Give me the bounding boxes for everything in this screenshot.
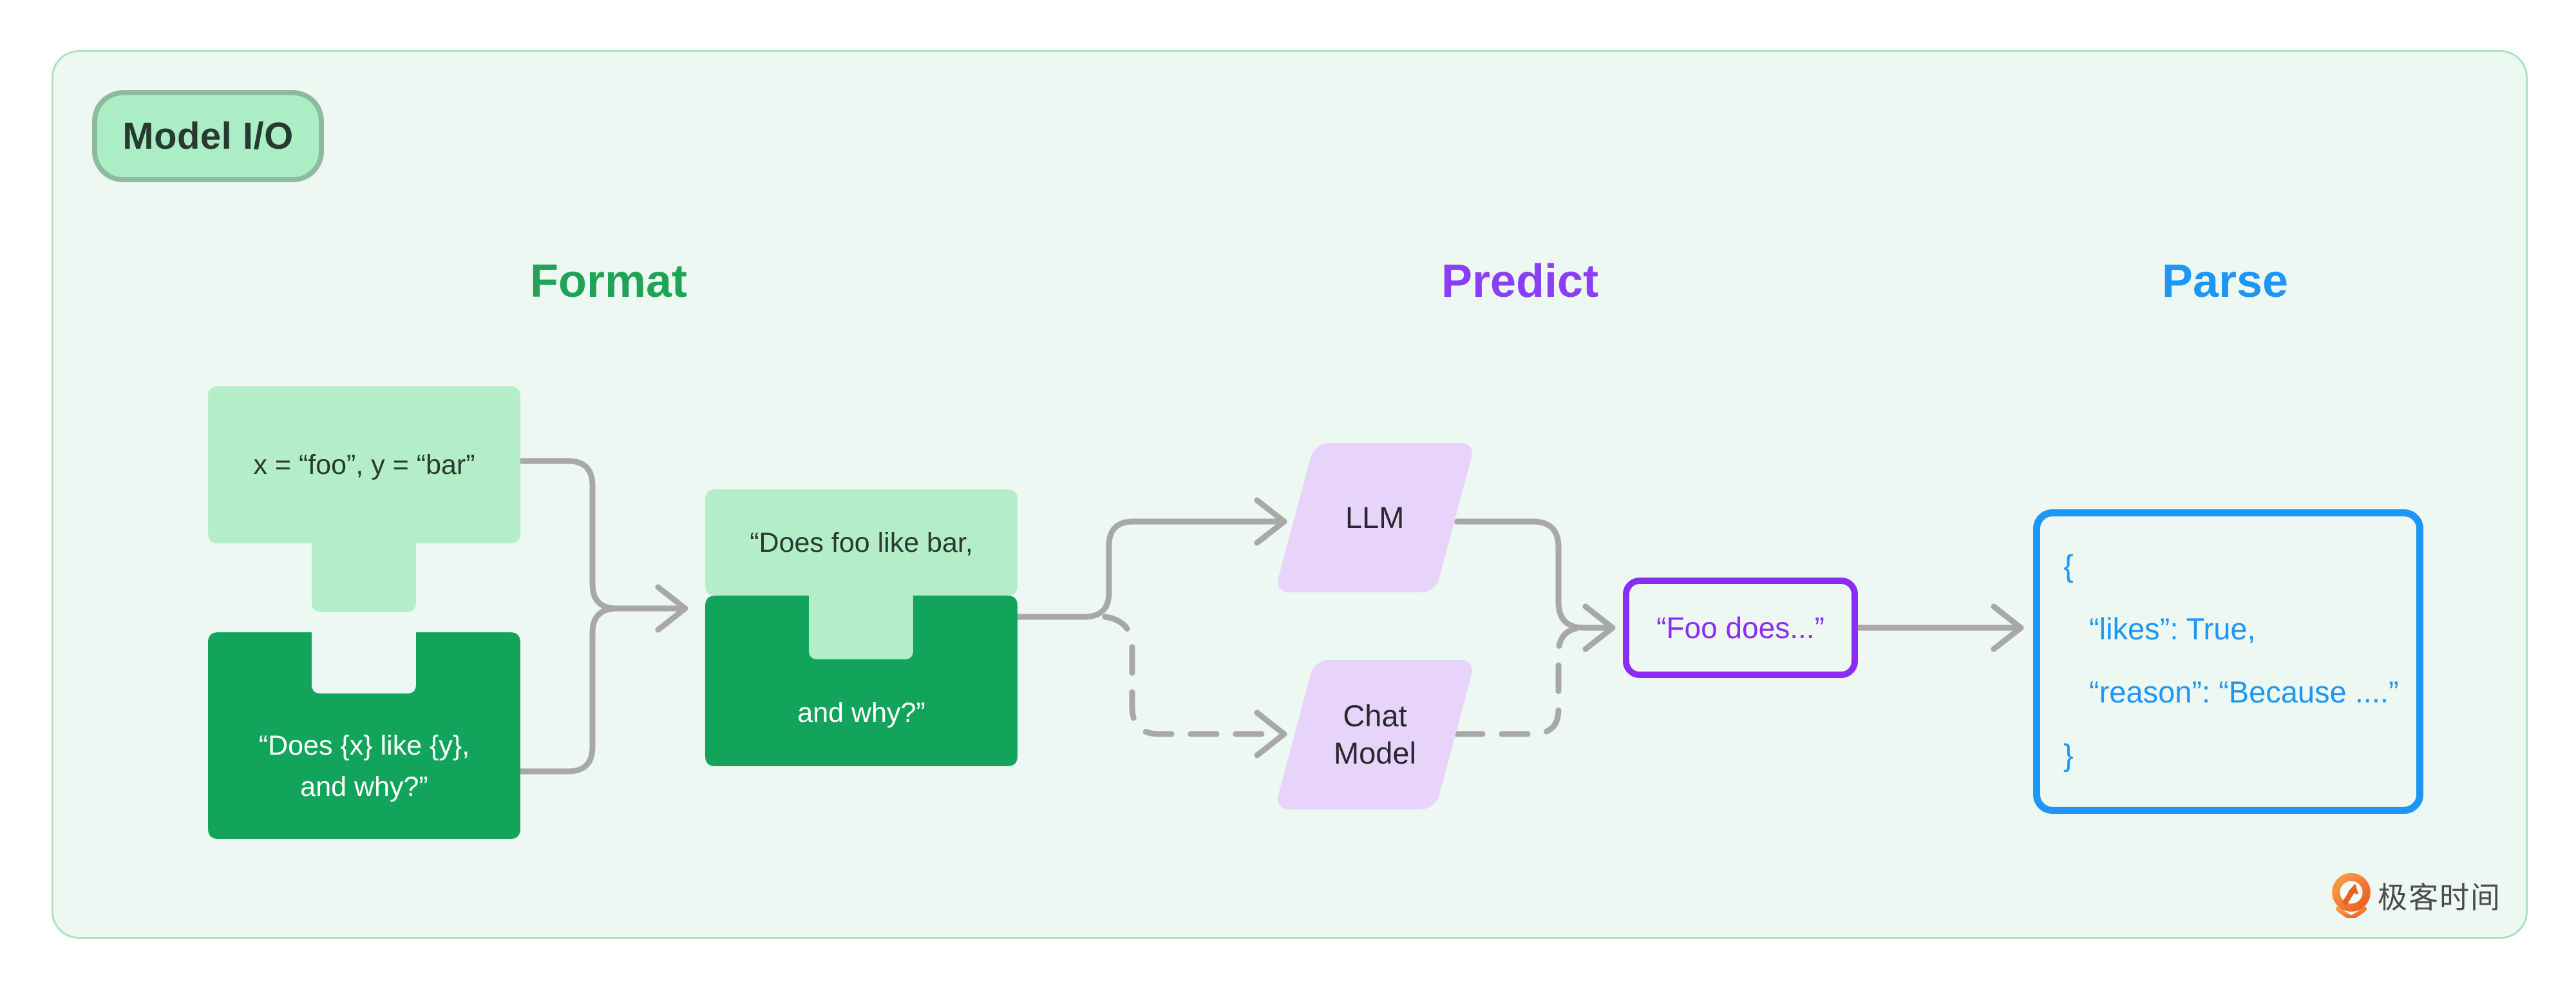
connector-prompt-to-chat-model-arrow-dashed [1102,614,1287,758]
variables-piece-shape [208,386,520,612]
prompt-top-text: “Does foo like bar, [750,527,973,558]
template-piece-label: “Does {x} like {y}, and why?” [208,693,520,839]
predict-heading: Predict [1441,256,1599,307]
geektime-logo-text: 极客时间 [2378,881,2501,914]
geektime-logo-icon [2332,873,2371,918]
parse-json-line-reason: “reason”: “Because ....” [2089,675,2399,709]
completion-text: “Foo does...” [1656,611,1824,645]
chat-model-label-line1: Chat [1343,699,1407,733]
template-piece-shape [208,632,520,839]
prompt-bottom-text: and why?” [797,697,925,728]
completion-box: “Foo does...” [1623,578,1858,678]
geektime-logo: 极客时间 [2331,873,2501,918]
parse-json-line-close: } [2063,738,2074,772]
model-io-badge-label: Model I/O [122,115,294,157]
parse-heading: Parse [2161,256,2289,307]
prompt-piece-bottom-label: and why?” [705,659,1018,766]
prompt-piece-top-label: “Does foo like bar, [705,489,1018,596]
connector-template-to-merge [517,605,620,775]
template-text-line1: “Does {x} like {y}, [258,730,470,761]
model-io-badge: Model I/O [92,90,324,182]
prompt-piece-bottom-shape [705,596,1018,766]
prompt-piece-top-shape [705,489,1018,659]
chat-model-label: Chat Model [1334,697,1416,772]
connector-variables-to-merge [517,458,620,612]
chat-model-label-line2: Model [1333,736,1416,770]
connector-prompt-to-llm-arrow [1014,497,1287,620]
parse-result-box: { “likes”: True, “reason”: “Because ....… [2033,509,2423,814]
format-heading: Format [529,256,688,307]
connector-llm-to-merge [1454,518,1587,631]
connector-chat-model-to-merge-dashed [1454,625,1587,737]
parse-json-line-likes: “likes”: True, [2089,612,2256,646]
parse-json-line-open: { [2063,549,2074,583]
variables-text: x = “foo”, y = “bar” [253,449,475,480]
template-text-line2: and why?” [300,771,428,802]
llm-label: LLM [1345,500,1405,534]
variables-piece-label: x = “foo”, y = “bar” [208,386,520,543]
